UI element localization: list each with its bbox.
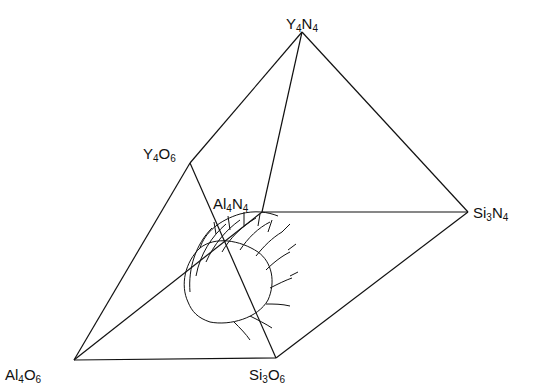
compound-label: Si3N4 [472, 205, 509, 220]
prism-edge [262, 211, 468, 212]
prism-edge [74, 212, 262, 360]
compound-label: Y4O6 [142, 146, 177, 161]
compound-label: Al4O6 [4, 367, 42, 382]
compound-label: Si3O6 [248, 367, 286, 382]
prism-edge [302, 32, 468, 212]
compound-label: Al4N4 [212, 196, 249, 211]
prism-edge [74, 358, 276, 360]
prism-edge [190, 163, 276, 358]
compound-label: Y4N4 [285, 16, 319, 31]
glass-region [184, 212, 298, 340]
prism-edge [74, 163, 190, 360]
prism-edge [276, 212, 468, 358]
prism-edge [262, 32, 302, 212]
prism-edge [190, 32, 302, 163]
